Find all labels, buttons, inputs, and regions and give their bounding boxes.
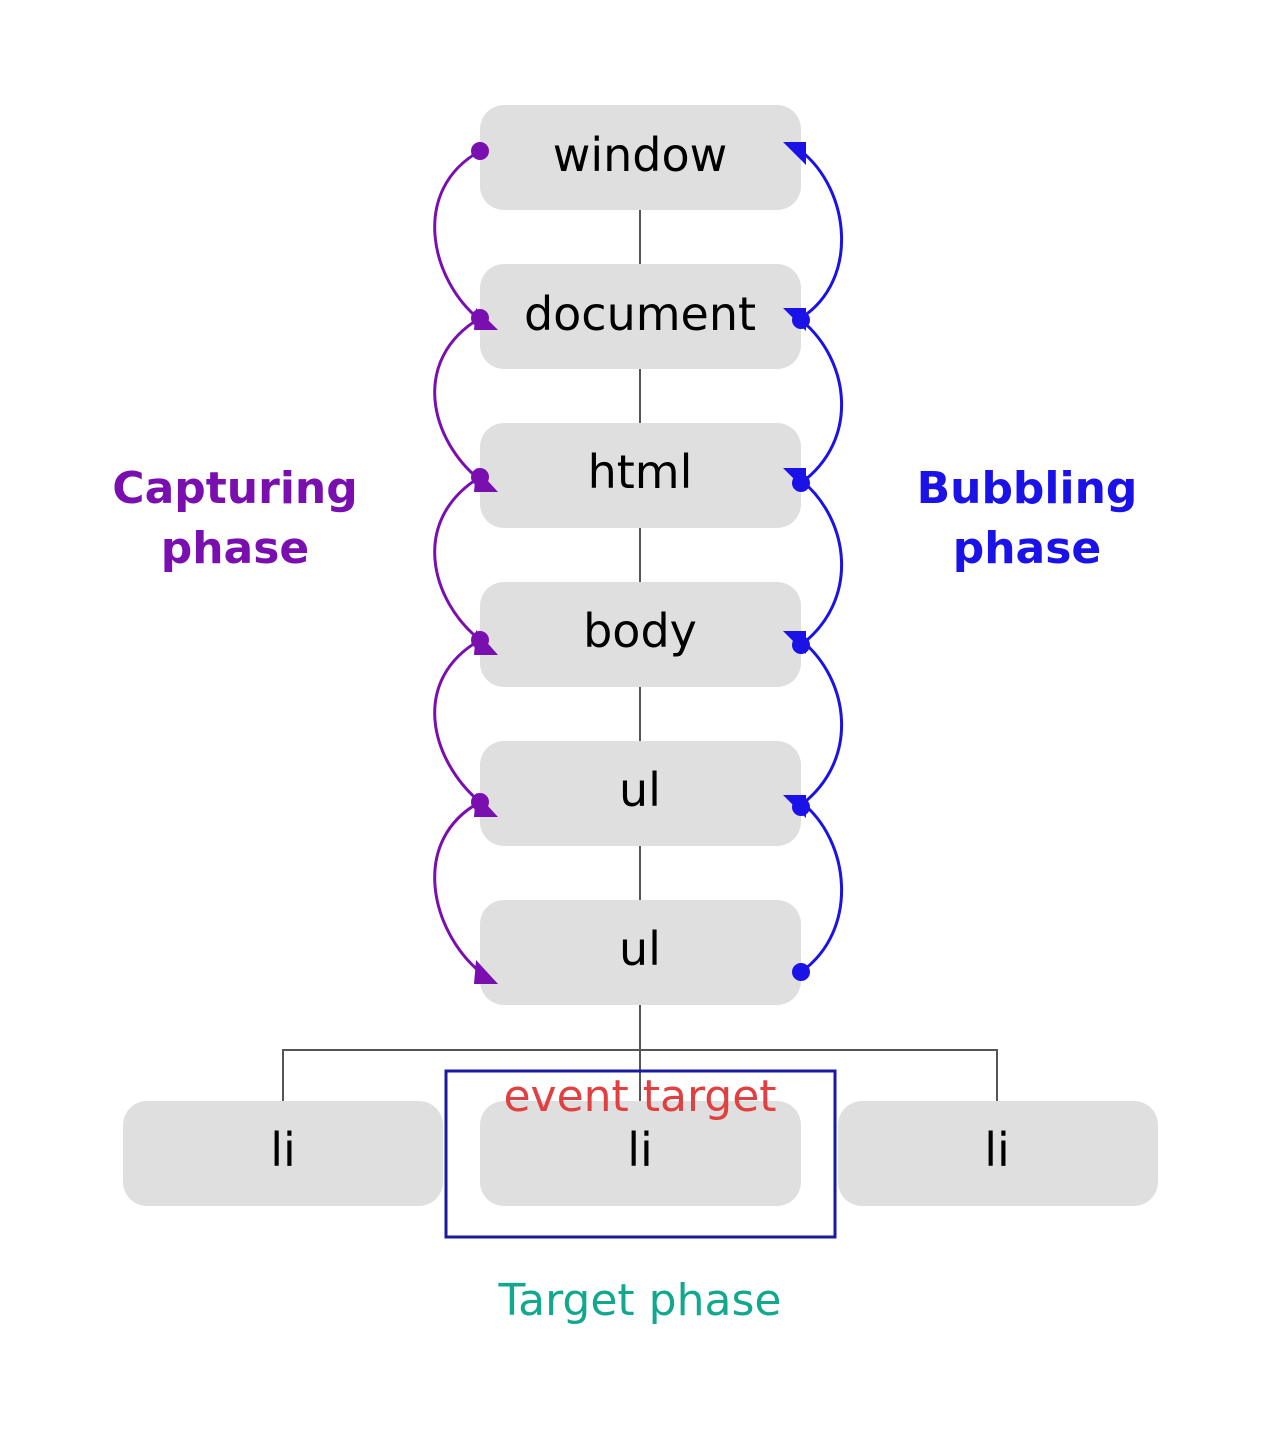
node-window: window — [480, 105, 801, 210]
bubbling-arrows — [800, 149, 844, 974]
bubbling-markers — [783, 142, 810, 981]
target-frame — [444, 1069, 837, 1239]
node-html: html — [480, 423, 801, 528]
node-label-li-left: li — [270, 1123, 296, 1177]
node-ul-outer: ul — [480, 741, 801, 846]
bubbling-phase-label-line1: Bubbling — [917, 463, 1138, 514]
target-phase-label: Target phase — [498, 1275, 782, 1326]
capturing-phase-label-line1: Capturing — [112, 463, 357, 514]
node-label-li-target: li — [627, 1123, 653, 1177]
node-body: body — [480, 582, 801, 687]
capturing-arrows — [433, 149, 481, 974]
tree-connectors — [282, 210, 998, 1102]
node-label-body: body — [583, 604, 697, 658]
node-li-right: li — [838, 1101, 1158, 1206]
event-target-label: event target — [503, 1071, 776, 1122]
capturing-markers — [471, 142, 498, 984]
node-ul-inner: ul — [480, 900, 801, 1005]
node-label-ul-inner: ul — [619, 922, 661, 976]
node-label-html: html — [588, 445, 693, 499]
node-label-document: document — [524, 287, 756, 341]
node-document: document — [480, 264, 801, 369]
bubbling-phase-label-line2: phase — [953, 523, 1102, 574]
capturing-phase-label-line2: phase — [161, 523, 310, 574]
node-label-li-right: li — [984, 1123, 1010, 1177]
node-li-left: li — [123, 1101, 443, 1206]
node-label-ul-outer: ul — [619, 763, 661, 817]
node-li-target: li — [480, 1101, 801, 1206]
node-label-window: window — [553, 128, 728, 182]
